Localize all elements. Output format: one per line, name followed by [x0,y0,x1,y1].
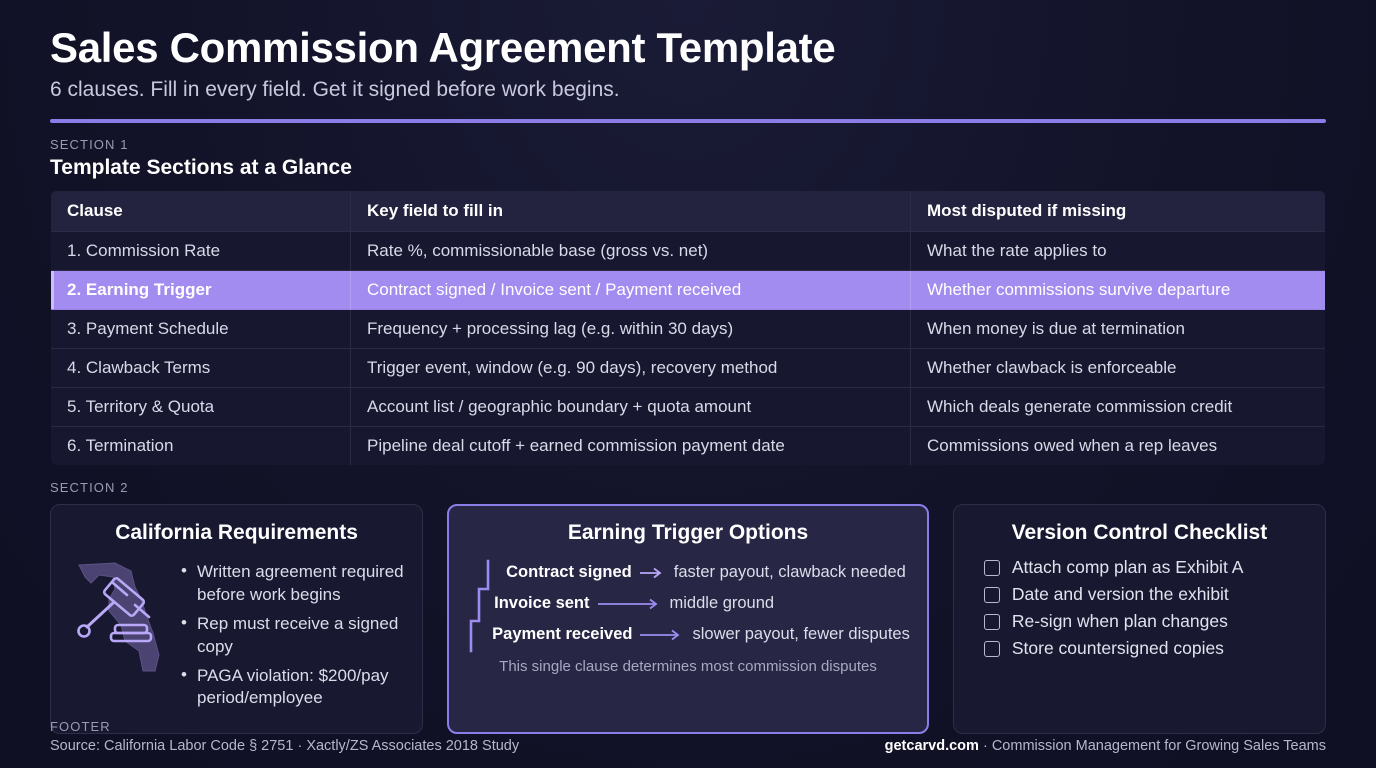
trigger-label: Contract signed [506,563,632,582]
checklist-item[interactable]: Store countersigned copies [983,638,1307,659]
cell-clause: 2. Earning Trigger [51,270,351,311]
card-california-requirements: California Requirements [50,504,424,734]
brand-name[interactable]: getcarvd.com [884,738,979,754]
cell-key-field: Rate %, commissionable base (gross vs. n… [350,231,911,272]
header-accent-rule [50,119,1326,124]
list-item: Rep must receive a signed copy [181,612,404,658]
section-1-kicker: SECTION 1 [50,137,129,153]
checklist-item-label: Date and version the exhibit [1011,584,1229,605]
page-header: Sales Commission Agreement Template 6 cl… [50,20,1326,124]
table-row: 6. Termination Pipeline deal cutoff + ea… [51,426,1325,466]
checklist-item[interactable]: Re-sign when plan changes [983,611,1307,632]
checklist-item-label: Store countersigned copies [1011,638,1224,659]
card-earning-trigger-options: Earning Trigger Options Contract signed … [447,504,929,734]
trigger-note: This single clause determines most commi… [499,658,877,676]
arrow-right-icon [640,629,684,641]
footer-source: Source: California Labor Code § 2751 · X… [50,738,520,754]
card-title-version-control: Version Control Checklist [1011,521,1268,545]
cell-most-disputed: What the rate applies to [910,231,1325,272]
checklist-item-label: Re-sign when plan changes [1011,611,1228,632]
cell-clause: 4. Clawback Terms [51,348,351,389]
trigger-description: faster payout, clawback needed [673,563,906,582]
trigger-label: Invoice sent [494,594,590,613]
cell-clause: 5. Territory & Quota [51,387,351,428]
cell-key-field: Contract signed / Invoice sent / Payment… [350,270,911,311]
trigger-description: slower payout, fewer disputes [692,625,910,644]
checkbox-unchecked-icon[interactable] [983,559,1000,576]
trigger-option-invoice-sent: Invoice sent middle ground [492,588,910,619]
card-title-california: California Requirements [115,521,358,545]
table-row: 1. Commission Rate Rate %, commissionabl… [51,231,1325,272]
table-row: 5. Territory & Quota Account list / geog… [51,387,1325,428]
table-head: Clause Key field to fill in Most dispute… [51,191,1325,233]
section-2-kicker: SECTION 2 [50,480,129,496]
table-body: 1. Commission Rate Rate %, commissionabl… [51,231,1325,466]
list-item: Written agreement required before work b… [181,560,404,606]
trigger-label: Payment received [492,625,633,644]
checkbox-unchecked-icon[interactable] [983,613,1000,630]
cell-most-disputed: Commissions owed when a rep leaves [910,426,1325,466]
page-title: Sales Commission Agreement Template [50,24,836,71]
version-control-checklist: Attach comp plan as Exhibit A Date and v… [972,557,1307,659]
column-header-most-disputed: Most disputed if missing [910,191,1325,233]
footer-kicker: FOOTER [50,719,111,734]
list-item: PAGA violation: $200/pay period/employee [181,664,404,710]
cards-row: California Requirements [50,504,1326,734]
checkbox-unchecked-icon[interactable] [983,640,1000,657]
staircase-bracket-icon [469,559,490,653]
table-header-row: Clause Key field to fill in Most dispute… [51,191,1325,233]
cell-key-field: Pipeline deal cutoff + earned commission… [350,426,911,466]
cell-key-field: Frequency + processing lag (e.g. within … [350,309,911,350]
checklist-item-label: Attach comp plan as Exhibit A [1011,557,1244,578]
table-row: 4. Clawback Terms Trigger event, window … [51,348,1325,389]
cell-key-field: Trigger event, window (e.g. 90 days), re… [350,348,911,389]
footer-brand-line: getcarvd.com · Commission Management for… [885,738,1326,754]
cell-clause: 3. Payment Schedule [51,309,351,350]
card-version-control-checklist: Version Control Checklist Attach comp pl… [952,504,1326,734]
cell-most-disputed: Whether commissions survive departure [910,270,1325,311]
california-requirements-list: Written agreement required before work b… [181,557,404,717]
checklist-item[interactable]: Attach comp plan as Exhibit A [983,557,1307,578]
checkbox-unchecked-icon[interactable] [983,586,1000,603]
column-header-key-field: Key field to fill in [350,191,911,233]
trigger-option-contract-signed: Contract signed faster payout, clawback … [492,557,910,588]
brand-tagline: · Commission Management for Growing Sale… [982,738,1326,754]
page-footer: FOOTER Source: California Labor Code § 2… [50,719,1326,754]
table-row-highlighted: 2. Earning Trigger Contract signed / Inv… [51,270,1325,311]
cell-clause: 1. Commission Rate [51,231,351,272]
template-sections-table: Clause Key field to fill in Most dispute… [50,190,1326,467]
cell-most-disputed: Which deals generate commission credit [910,387,1325,428]
trigger-option-payment-received: Payment received slower payout, fewer di… [492,619,910,650]
california-gavel-icon [69,559,173,677]
cell-most-disputed: When money is due at termination [910,309,1325,350]
trigger-description: middle ground [669,594,775,613]
checklist-item[interactable]: Date and version the exhibit [983,584,1307,605]
cell-clause: 6. Termination [51,426,351,466]
section-1-title: Template Sections at a Glance [50,156,352,180]
cell-most-disputed: Whether clawback is enforceable [910,348,1325,389]
cell-key-field: Account list / geographic boundary + quo… [350,387,911,428]
card-title-earning-trigger: Earning Trigger Options [567,521,809,545]
page-subtitle: 6 clauses. Fill in every field. Get it s… [50,78,620,102]
column-header-clause: Clause [51,191,351,233]
table-row: 3. Payment Schedule Frequency + processi… [51,309,1325,350]
arrow-right-icon [597,598,662,610]
arrow-right-icon [639,567,666,579]
